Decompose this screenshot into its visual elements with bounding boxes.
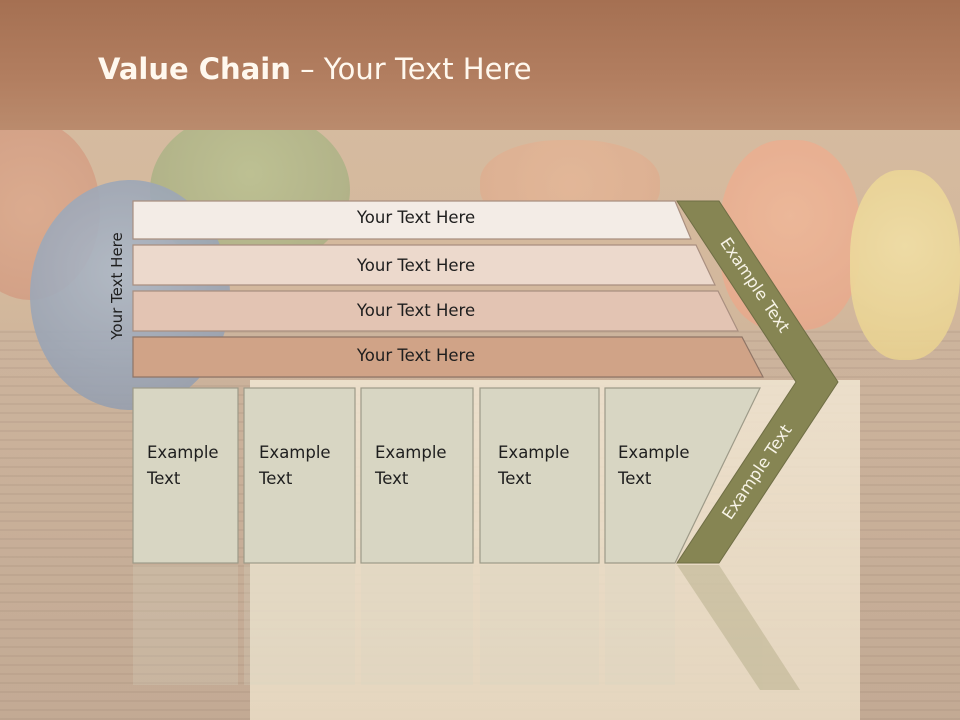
box-4[interactable] <box>479 387 600 564</box>
box-5-label: Example Text <box>618 440 690 492</box>
box-2-line2: Text <box>259 469 293 488</box>
box-3-line1: Example <box>375 443 447 462</box>
bar-1[interactable] <box>132 200 692 240</box>
bar-4[interactable] <box>132 336 764 378</box>
box-3-label: Example Text <box>375 440 447 492</box>
bar-4-label: Your Text Here <box>356 346 476 365</box>
slide-title: Value Chain – Your Text Here <box>98 52 532 86</box>
bar-1-label: Your Text Here <box>356 208 476 227</box>
box-1-label: Example Text <box>147 440 219 492</box>
box-1[interactable] <box>132 387 239 564</box>
side-label: Your Text Here <box>108 232 126 340</box>
box-5[interactable] <box>604 387 761 564</box>
box-5-line1: Example <box>618 443 690 462</box>
title-rest: – Your Text Here <box>290 52 532 86</box>
bar-3[interactable] <box>132 290 739 332</box>
box-2-line1: Example <box>259 443 331 462</box>
bar-3-label: Your Text Here <box>356 301 476 320</box>
title-bold: Value Chain <box>98 52 291 86</box>
reflection <box>133 565 800 690</box>
box-4-line2: Text <box>498 469 532 488</box>
box-2[interactable] <box>243 387 356 564</box>
box-4-label: Example Text <box>498 440 570 492</box>
tulip-decoration <box>850 170 960 360</box>
title-band <box>0 0 960 130</box>
chevron-arrow[interactable] <box>676 200 839 564</box>
box-3-line2: Text <box>375 469 409 488</box>
box-2-label: Example Text <box>259 440 331 492</box>
box-3[interactable] <box>360 387 474 564</box>
box-1-line2: Text <box>147 469 181 488</box>
bar-2-label: Your Text Here <box>356 256 476 275</box>
box-4-line1: Example <box>498 443 570 462</box>
bar-2[interactable] <box>132 244 716 286</box>
box-1-line1: Example <box>147 443 219 462</box>
box-5-line2: Text <box>618 469 652 488</box>
